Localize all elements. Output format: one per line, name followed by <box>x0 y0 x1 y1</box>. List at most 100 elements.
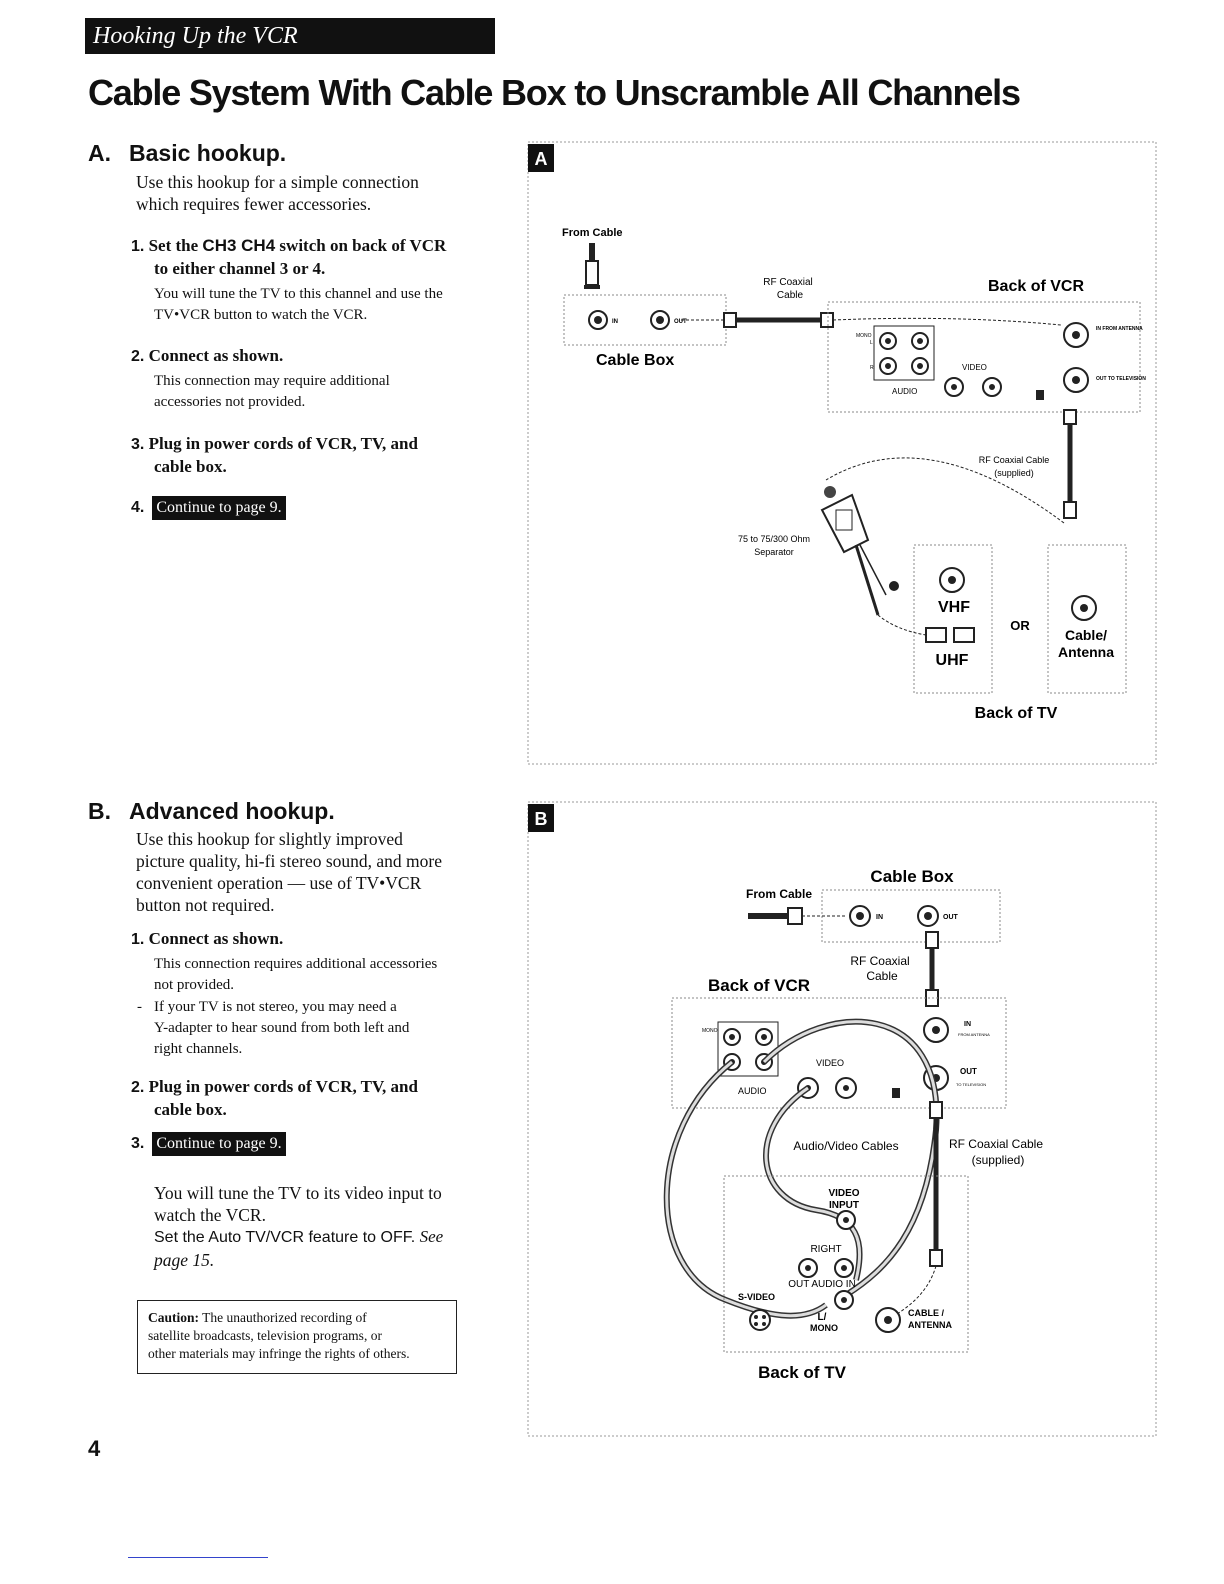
section-a-step-1: 1. Set the CH3 CH4 switch on back of VCR… <box>131 235 511 326</box>
vcr-from-antenna-label: FROM ANTENNA <box>958 1032 990 1037</box>
section-header-bar: Hooking Up the VCR <box>85 18 495 54</box>
vcr-back-panel <box>671 997 1007 1109</box>
separator-label-line2: Separator <box>754 547 794 557</box>
caution-text: The unauthorized recording of <box>199 1310 367 1325</box>
continue-to-page-9-link[interactable]: Continue to page 9. <box>152 1132 286 1156</box>
section-b-step-1: 1. Connect as shown. This connection req… <box>131 928 521 1060</box>
from-cable-label: From Cable <box>562 227 623 239</box>
tv-cable-antenna-panel <box>1047 544 1127 694</box>
vcr-l-label: L <box>870 340 873 346</box>
tv-back-panel <box>723 1175 969 1353</box>
audio-video-cables-label: Audio/Video Cables <box>793 1139 898 1153</box>
vhf-label: VHF <box>938 599 970 616</box>
back-of-vcr-label: Back of VCR <box>988 278 1084 295</box>
step-title: Plug in power cords of VCR, TV, and <box>148 434 418 453</box>
cable-box-out-jack-icon <box>917 905 939 927</box>
supplied-rf-cable-icon <box>825 409 1077 524</box>
step-detail: This connection may require additional <box>154 373 390 389</box>
caution-text: other materials may infringe the rights … <box>148 1346 410 1361</box>
vcr-out-label: OUT <box>960 1067 977 1076</box>
after-line: watch the VCR. <box>154 1205 266 1225</box>
step-note: If your TV is not stereo, you may need a <box>154 999 397 1015</box>
video-input-label-line1: VIDEO <box>828 1188 859 1199</box>
step-number: 1. <box>131 238 145 255</box>
step-title-part: switch on back of VCR <box>275 236 447 255</box>
right-label: RIGHT <box>810 1244 841 1255</box>
cable-box-out-jack-icon <box>650 310 670 330</box>
cable-antenna-jack-icon <box>1071 595 1097 621</box>
vcr-in-from-antenna-label: IN FROM ANTENNA <box>1096 326 1143 332</box>
page-title: Cable System With Cable Box to Unscrambl… <box>88 72 1021 113</box>
or-label: OR <box>1010 618 1030 633</box>
continue-to-page-9-link[interactable]: Continue to page 9. <box>152 496 286 520</box>
rf-coaxial-cable-icon <box>925 931 939 1007</box>
step-detail: This connection requires additional acce… <box>154 956 438 972</box>
step-title-line2: cable box. <box>154 1100 227 1119</box>
rf-supplied-label: (supplied) <box>994 468 1034 478</box>
step-title: Connect as shown. <box>148 346 284 365</box>
cable-box-in-label: IN <box>876 914 883 921</box>
diagram-b-badge <box>528 804 554 832</box>
section-b-letter: B. <box>88 798 111 824</box>
step-number: 2. <box>131 348 145 365</box>
section-a-step-2: 2. Connect as shown. This connection may… <box>131 345 511 413</box>
cable-box-outline <box>563 294 727 346</box>
vcr-video-label: VIDEO <box>816 1058 844 1068</box>
rf-coaxial-cable-icon <box>681 312 1062 328</box>
step-detail: accessories not provided. <box>154 394 306 410</box>
vcr-audio-label: AUDIO <box>738 1086 767 1096</box>
diagram-a-frame <box>527 141 1157 765</box>
caution-label: Caution: <box>148 1310 200 1325</box>
cable-box-in-jack-icon <box>588 310 608 330</box>
cable-box-in-label: IN <box>612 319 618 325</box>
section-b-step-2: 2. Plug in power cords of VCR, TV, and c… <box>131 1076 521 1121</box>
tv-video-input-jack-icon <box>836 1210 856 1230</box>
section-a-step-3: 3. Plug in power cords of VCR, TV, and c… <box>131 433 511 478</box>
intro-line: Use this hookup for slightly improved <box>136 829 403 849</box>
page-reference: page 15. <box>154 1250 215 1270</box>
vhf-jack-icon <box>939 567 965 593</box>
section-a-heading: A. Basic hookup. <box>88 140 286 167</box>
section-a-step-4: 4. Continue to page 9. <box>131 496 286 520</box>
vcr-mono-label: MONO <box>702 1028 718 1034</box>
from-cable-label: From Cable <box>746 887 812 901</box>
cable-box-label: Cable Box <box>870 867 954 886</box>
ch3-ch4-switch-icon <box>892 1088 900 1098</box>
step-number: 3. <box>131 436 145 453</box>
antenna-label: Antenna <box>1058 644 1114 660</box>
step-number: 3. <box>131 1135 145 1152</box>
rf-coaxial-label: RF Coaxial <box>850 954 909 968</box>
step-number: 4. <box>131 499 145 516</box>
after-line: Set the Auto TV/VCR feature to OFF. <box>154 1229 416 1246</box>
rf-coaxial-cable-supplied-label: RF Coaxial Cable <box>949 1137 1043 1151</box>
s-video-label: S-VIDEO <box>738 1292 775 1302</box>
rf-coaxial-label: RF Coaxial <box>763 277 812 288</box>
cable-box-outline <box>821 889 1001 943</box>
vcr-r-label: R <box>870 365 874 371</box>
cable-slash-label: Cable/ <box>1065 627 1107 643</box>
diagram-a-badge <box>528 144 554 172</box>
diagram-b: B Cable Box From Cable IN OUT RF Coaxial… <box>527 801 1157 1437</box>
intro-line: button not required. <box>136 895 275 915</box>
caution-text: satellite broadcasts, television program… <box>148 1328 382 1343</box>
step-title-line2: to either channel 3 or 4. <box>154 259 326 278</box>
step-number: 2. <box>131 1079 145 1096</box>
vcr-to-television-label: TO TELEVISION <box>956 1082 986 1087</box>
intro-line: convenient operation — use of TV•VCR <box>136 873 422 893</box>
cable-box-in-jack-icon <box>849 905 871 927</box>
s-video-jack-icon <box>749 1309 771 1331</box>
vcr-back-panel <box>827 301 1141 413</box>
step-number: 1. <box>131 931 145 948</box>
vcr-in-label: IN <box>964 1021 971 1028</box>
vcr-audio-video-jacks-icon <box>873 325 1002 397</box>
intro-line: picture quality, hi-fi stereo sound, and… <box>136 851 443 871</box>
supplied-rf-cable-icon <box>885 1101 943 1321</box>
step-detail: not provided. <box>154 977 234 993</box>
tv-cable-antenna-jack-icon <box>875 1307 901 1333</box>
cable-antenna-label-line2: ANTENNA <box>908 1320 952 1330</box>
step-title-line2: cable box. <box>154 457 227 476</box>
coax-plug-icon <box>584 243 600 289</box>
separator-label-line1: 75 to 75/300 Ohm <box>738 534 810 544</box>
section-a-letter: A. <box>88 140 111 166</box>
section-b-intro: Use this hookup for slightly improved pi… <box>136 828 526 916</box>
